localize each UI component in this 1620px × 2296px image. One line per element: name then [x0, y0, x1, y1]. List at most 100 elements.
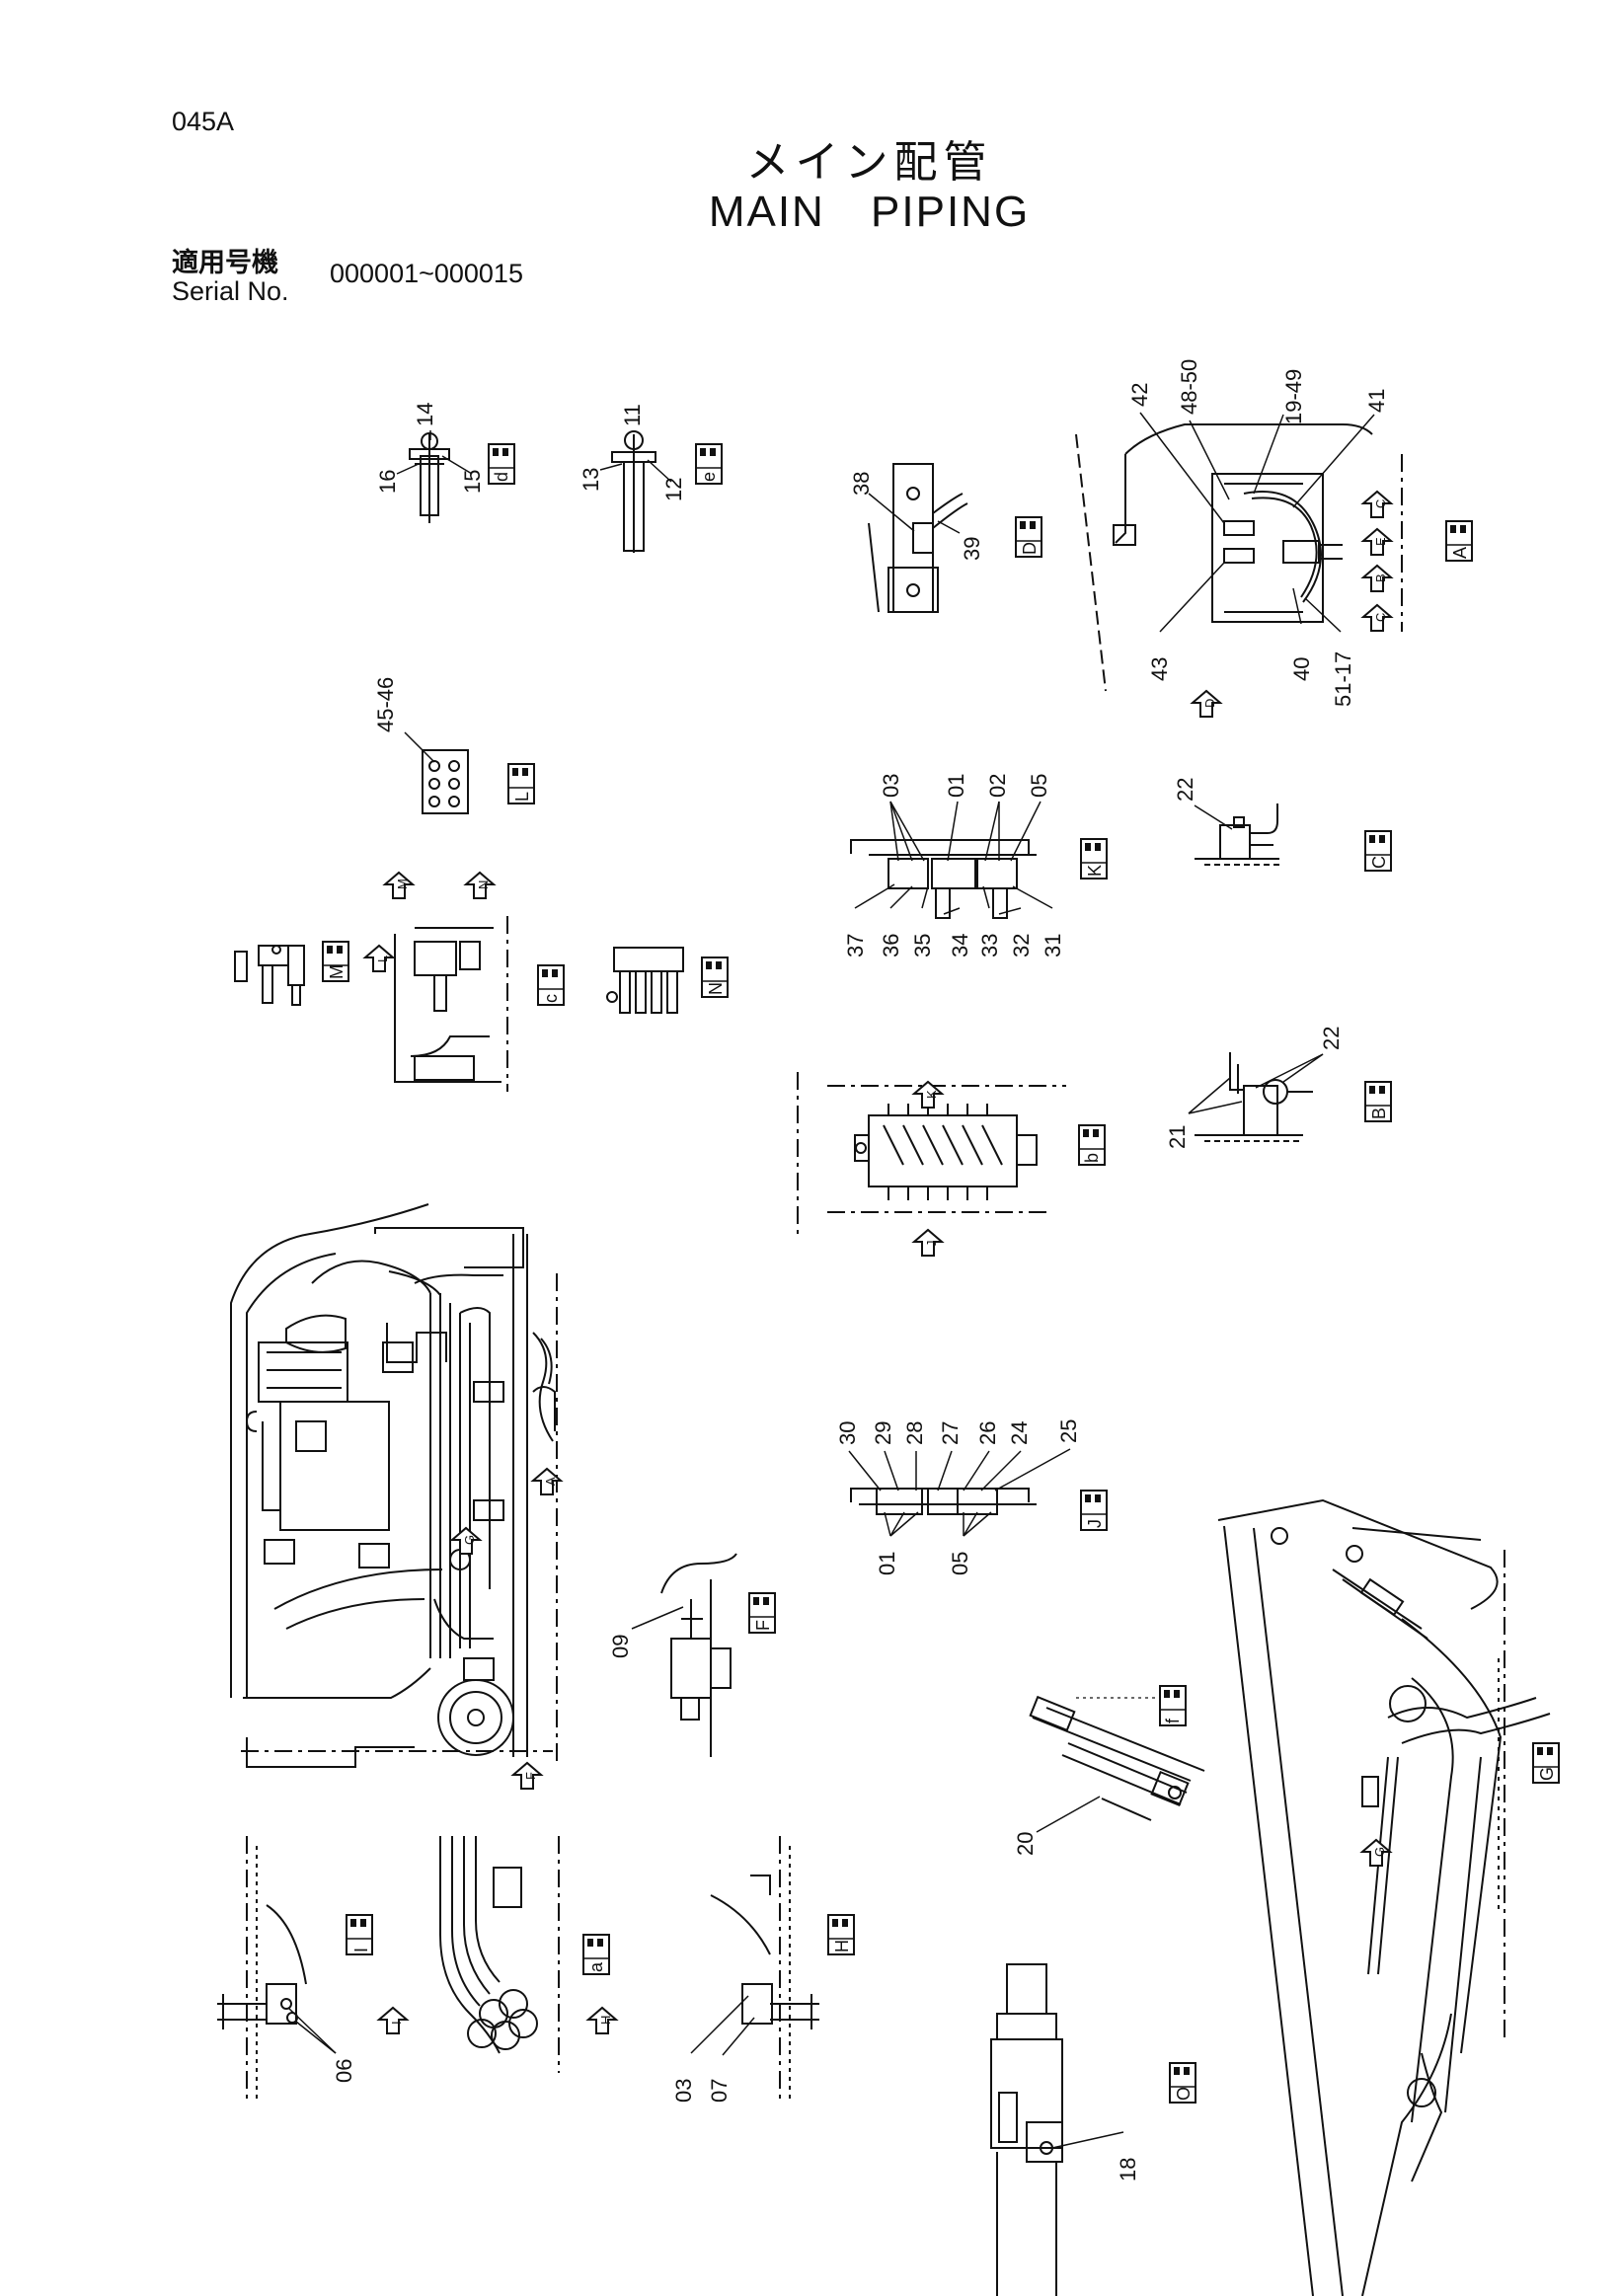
svg-text:c: c	[541, 994, 561, 1003]
svg-text:26: 26	[975, 1421, 1000, 1445]
svg-text:I: I	[351, 1948, 371, 1952]
svg-text:N: N	[476, 880, 491, 889]
svg-text:43: 43	[1147, 657, 1172, 681]
callout-38: 38	[849, 472, 874, 496]
view-tag-B: B	[1364, 1081, 1392, 1122]
callout-03: 03	[671, 2079, 696, 2103]
page-code: 045A	[172, 107, 235, 136]
svg-text:f: f	[1163, 1718, 1183, 1723]
callout-48-50: 48-50	[1177, 359, 1201, 415]
callout-43: 43	[1147, 657, 1172, 681]
view-c-fitting	[1195, 804, 1283, 866]
title-english: MAIN PIPING	[708, 188, 1031, 236]
svg-text:45-46: 45-46	[373, 677, 398, 732]
svg-text:42: 42	[1127, 383, 1152, 407]
svg-text:22: 22	[1319, 1027, 1344, 1050]
svg-text:13: 13	[579, 468, 603, 492]
view-c-frame	[394, 916, 508, 1092]
callout-14: 14	[413, 403, 437, 426]
svg-text:02: 02	[985, 774, 1010, 798]
view-f-fitting	[660, 1553, 737, 1757]
svg-text:L: L	[375, 956, 390, 962]
view-arrow-D: D	[1190, 689, 1223, 718]
svg-text:07: 07	[707, 2079, 732, 2103]
view-o-cylinder	[990, 1963, 1063, 2296]
view-tag-D: D	[1015, 516, 1042, 558]
view-tag-c: c	[537, 964, 565, 1006]
view-tag-L: L	[507, 763, 535, 804]
view-j-valve-bank	[850, 1488, 1037, 1515]
svg-text:22: 22	[1173, 778, 1197, 802]
svg-text:11: 11	[620, 404, 645, 426]
svg-text:06: 06	[332, 2059, 356, 2083]
callout-j-27: 27	[938, 1421, 963, 1445]
callout-13: 13	[579, 468, 603, 492]
svg-text:15: 15	[460, 470, 485, 494]
callout-k-35: 35	[910, 934, 935, 957]
callout-j-28: 28	[902, 1421, 927, 1445]
callout-12: 12	[661, 478, 686, 501]
svg-text:B: B	[1369, 1108, 1389, 1119]
callout-11: 11	[620, 404, 645, 426]
svg-text:48-50: 48-50	[1177, 359, 1201, 415]
view-arrow-C2: C	[1360, 603, 1394, 632]
svg-text:a: a	[586, 1961, 606, 1972]
svg-text:35: 35	[910, 934, 935, 957]
svg-text:41: 41	[1364, 389, 1389, 413]
view-tag-F: F	[748, 1592, 776, 1634]
callout-20: 20	[1013, 1832, 1038, 1856]
svg-text:03: 03	[879, 774, 903, 798]
view-n-fittings	[606, 947, 684, 1014]
svg-text:19-49: 19-49	[1281, 369, 1306, 424]
svg-text:27: 27	[938, 1421, 963, 1445]
svg-text:31: 31	[1041, 934, 1065, 957]
view-tag-K: K	[1080, 838, 1108, 880]
view-tag-M: M	[322, 941, 349, 982]
svg-text:05: 05	[948, 1552, 972, 1575]
callout-j-24: 24	[1007, 1421, 1032, 1445]
view-tag-b: b	[1078, 1124, 1106, 1166]
callout-15: 15	[460, 470, 485, 494]
svg-text:J: J	[1085, 1519, 1105, 1528]
view-tag-A: A	[1445, 520, 1473, 562]
view-arrow-B: B	[1360, 564, 1394, 592]
callout-k-34: 34	[948, 934, 972, 957]
callout-06: 06	[332, 2059, 356, 2083]
svg-text:36: 36	[879, 934, 903, 957]
callout-j-25: 25	[1056, 1419, 1081, 1443]
svg-text:03: 03	[671, 2079, 696, 2103]
svg-text:01: 01	[944, 774, 968, 798]
svg-text:33: 33	[977, 934, 1002, 957]
svg-text:H: H	[832, 1940, 852, 1952]
view-tag-G: G	[1532, 1742, 1560, 1784]
view-tag-d: d	[488, 443, 515, 485]
svg-text:29: 29	[871, 1421, 895, 1445]
callout-k-01: 01	[944, 774, 968, 798]
view-arrow-K: K	[911, 1080, 945, 1109]
callout-k-03: 03	[879, 774, 903, 798]
svg-text:28: 28	[902, 1421, 927, 1445]
callout-39: 39	[960, 537, 984, 561]
svg-text:A: A	[1450, 547, 1470, 559]
callout-j-29: 29	[871, 1421, 895, 1445]
svg-text:37: 37	[843, 934, 868, 957]
callout-42: 42	[1127, 383, 1152, 407]
callout-40: 40	[1289, 657, 1314, 681]
svg-text:I: I	[389, 2021, 404, 2025]
view-a-valve-block	[1075, 423, 1403, 692]
callout-c21: 21	[1165, 1125, 1190, 1149]
view-l-plate	[422, 749, 469, 814]
callout-k-05: 05	[1027, 774, 1051, 798]
svg-text:G: G	[1537, 1767, 1557, 1781]
svg-text:21: 21	[1165, 1125, 1190, 1149]
view-arrow-G2: G	[1359, 1838, 1393, 1867]
callout-j-26: 26	[975, 1421, 1000, 1445]
view-arrow-H: H	[585, 2006, 619, 2034]
svg-text:G: G	[1372, 1847, 1387, 1857]
svg-text:M: M	[395, 879, 410, 889]
svg-text:F: F	[523, 1772, 538, 1780]
callout-j-01: 01	[875, 1552, 899, 1575]
svg-text:O: O	[1174, 2087, 1194, 2101]
svg-text:05: 05	[1027, 774, 1051, 798]
